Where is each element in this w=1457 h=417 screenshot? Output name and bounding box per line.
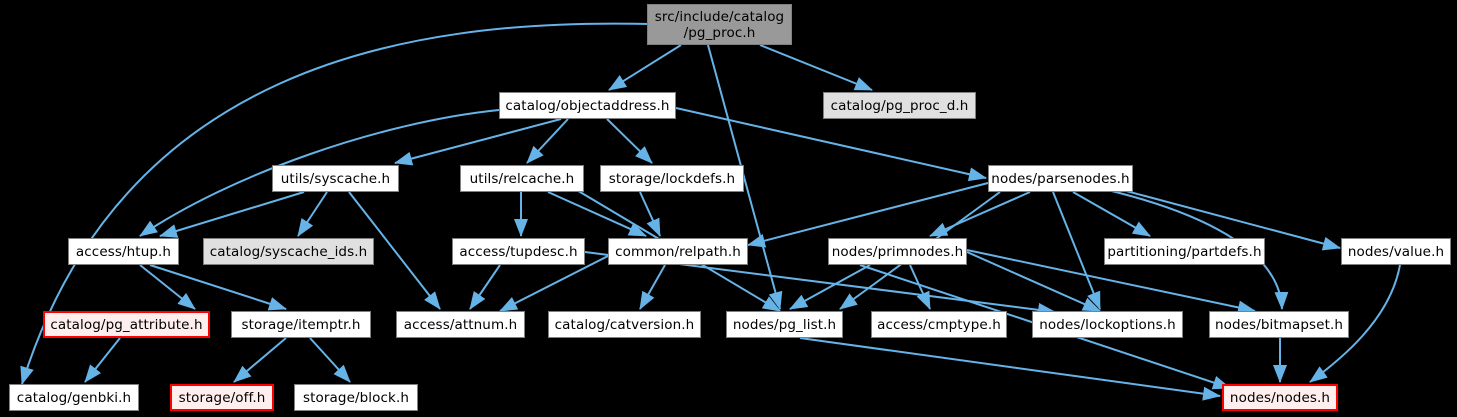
node-label: partitioning/partdefs.h [1107,243,1262,260]
node-label: utils/syscache.h [280,170,391,187]
node-label: catalog/genbki.h [16,389,132,406]
node-bitmapset[interactable]: nodes/bitmapset.h [1209,311,1349,338]
node-label: storage/itemptr.h [241,316,361,333]
node-pg_proc_d[interactable]: catalog/pg_proc_d.h [823,92,976,119]
node-parsenodes[interactable]: nodes/parsenodes.h [988,165,1133,192]
node-syscache[interactable]: utils/syscache.h [272,165,399,192]
edge-pg_proc-to-objectaddress [608,44,682,91]
node-cmptype[interactable]: access/cmptype.h [871,311,1007,338]
node-primnodes[interactable]: nodes/primnodes.h [828,238,967,265]
node-htup[interactable]: access/htup.h [68,238,179,265]
edge-itemptr-to-off [233,337,287,383]
node-label: nodes/nodes.h [1229,389,1331,406]
node-label: access/cmptype.h [877,316,1001,333]
node-label: common/relpath.h [615,243,741,260]
node-label: nodes/lockoptions.h [1039,316,1176,333]
node-label: storage/lockdefs.h [608,170,736,187]
edge-parsenodes-to-partdefs [1072,191,1151,237]
edge-lockdefs-to-relpath [639,191,661,237]
edge-itemptr-to-block [309,337,351,383]
node-pg_proc[interactable]: src/include/catalog /pg_proc.h [647,4,792,45]
node-label: access/htup.h [75,243,172,260]
node-label: nodes/value.h [1347,243,1445,260]
edge-primnodes-to-cmptype [909,264,931,310]
node-syscache_ids[interactable]: catalog/syscache_ids.h [203,238,374,265]
edge-syscache-to-syscache_ids [297,191,328,237]
node-lockdefs[interactable]: storage/lockdefs.h [600,165,744,192]
edge-objectaddress-to-syscache [394,118,562,166]
node-label: utils/relcache.h [469,170,575,187]
node-label: catalog/syscache_ids.h [209,243,368,260]
node-tupdesc[interactable]: access/tupdesc.h [452,238,585,265]
node-value[interactable]: nodes/value.h [1341,238,1451,265]
edge-parsenodes-to-relpath [747,182,989,248]
node-label: access/attnum.h [403,316,518,333]
node-objectaddress[interactable]: catalog/objectaddress.h [499,92,676,119]
edge-pg_proc-to-pg_proc_d [759,44,873,91]
edge-tupdesc-to-attnum [469,264,501,310]
node-label: catalog/catversion.h [554,316,695,333]
edge-primnodes-to-pg_list [789,264,871,310]
node-off[interactable]: storage/off.h [170,384,274,411]
edge-paths [20,22,1401,401]
node-itemptr[interactable]: storage/itemptr.h [231,311,371,338]
node-label: catalog/pg_proc_d.h [830,97,969,114]
node-relcache[interactable]: utils/relcache.h [460,165,584,192]
edge-htup-to-itemptr [149,264,287,311]
node-nodes[interactable]: nodes/nodes.h [1222,384,1338,411]
node-label: src/include/catalog /pg_proc.h [654,8,785,41]
edge-parsenodes-to-primnodes [929,191,1031,237]
node-label: catalog/pg_attribute.h [50,316,203,333]
node-label: catalog/objectaddress.h [505,97,670,114]
node-partdefs[interactable]: partitioning/partdefs.h [1104,238,1265,265]
node-label: storage/block.h [303,389,409,406]
edge-primnodes-to-lockoptions [966,251,1101,312]
edge-htup-to-pg_attribute [139,264,196,310]
node-label: nodes/parsenodes.h [991,170,1130,187]
node-pg_list[interactable]: nodes/pg_list.h [726,311,843,338]
node-label: nodes/pg_list.h [732,316,837,333]
node-label: nodes/primnodes.h [831,243,964,260]
node-catversion[interactable]: catalog/catversion.h [548,311,701,338]
edge-parsenodes-to-lockoptions [1052,191,1101,310]
node-label: access/tupdesc.h [459,243,578,260]
edge-relcache-to-relpath [547,191,647,237]
node-relpath[interactable]: common/relpath.h [608,238,748,265]
edge-objectaddress-to-lockdefs [606,118,653,164]
edge-syscache-to-htup [159,191,305,238]
edge-objectaddress-to-relcache [526,118,569,164]
edge-pg_attribute-to-genbki [84,337,121,383]
node-block[interactable]: storage/block.h [294,384,418,411]
node-attnum[interactable]: access/attnum.h [396,311,525,338]
node-lockoptions[interactable]: nodes/lockoptions.h [1032,311,1183,338]
node-pg_attribute[interactable]: catalog/pg_attribute.h [43,311,210,338]
node-label: nodes/bitmapset.h [1214,316,1344,333]
node-label: storage/off.h [178,389,266,406]
edge-pg_list-to-nodes [799,337,1221,401]
node-genbki[interactable]: catalog/genbki.h [9,384,139,411]
edge-relpath-to-catversion [639,264,666,310]
